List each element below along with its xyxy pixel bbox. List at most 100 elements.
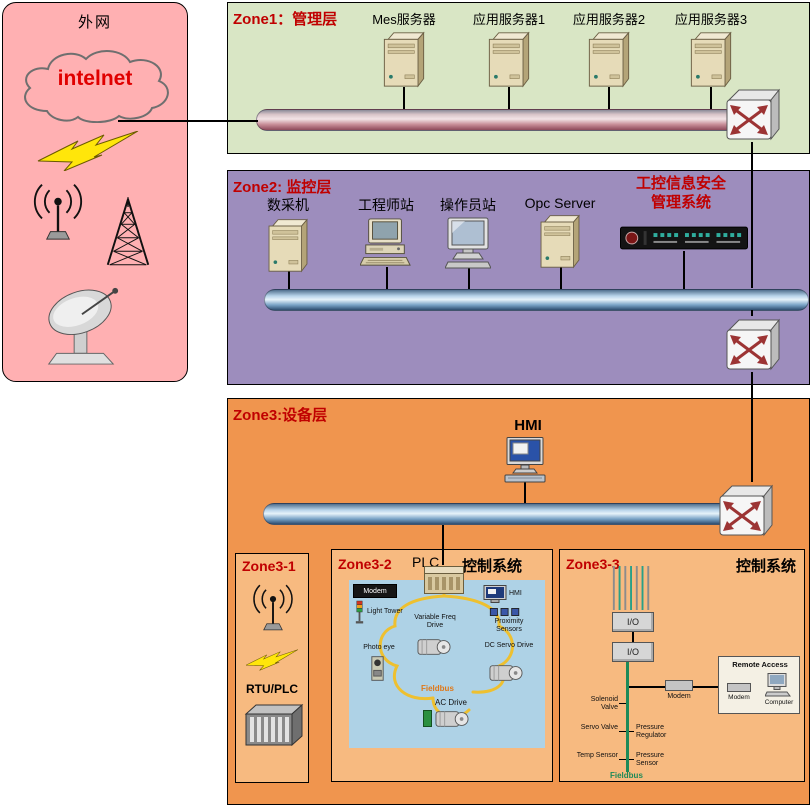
photo-eye-icon [369,656,386,681]
fieldbus-label: Fieldbus [421,684,454,693]
zone2-panel: Zone2: 监控层 工控信息安全管理系统 数采机 工程师站 操作员站 Opc … [227,170,810,385]
external-network-panel: 外网 intelnet [2,2,188,382]
rtu-plc-label: RTU/PLC [246,682,298,696]
photo-eye-label: Photo eye [363,644,395,651]
server-icon [265,217,311,273]
workstation-icon [360,217,412,269]
dc-servo-motor-icon [489,662,523,684]
hmi-mini-label: HMI [509,590,522,597]
device-label: 数采机 [267,197,309,213]
zone3-title: Zone3:设备层 [233,407,328,424]
connector-line [629,686,665,688]
pressure-sensor-label: Pressure Sensor [636,752,665,768]
lightning-icon [29,131,147,171]
hmi-label: HMI [514,417,542,434]
internet-cloud-label: intelnet [57,67,133,90]
monitor-icon [445,217,491,269]
connector-line [403,87,405,111]
tick-line [629,759,634,760]
connector-line [710,87,712,111]
security-system-title: 工控信息安全管理系统 [635,175,726,211]
fieldbus-line [626,662,629,772]
hmi-mini-icon [483,585,507,605]
device-label: Opc Server [524,195,596,211]
ribbon-cable-icon [610,566,654,610]
device-group-daq: 数采机 [238,195,338,273]
device-label: 工程师站 [358,197,414,213]
security-appliance-icon [620,225,748,251]
light-tower-label: Light Tower [367,608,403,615]
connector-line [683,251,685,291]
zone2-title: Zone2: 监控层 [233,179,332,196]
device-group-operator: 操作员站 [418,195,518,269]
fieldbus-label: Fieldbus [610,771,643,780]
external-network-title: 外网 [77,14,112,31]
device-label: 操作员站 [440,197,496,213]
io-module: I/O [612,612,654,632]
dc-servo-label: DC Servo Drive [484,642,534,649]
zone3-3-heading: 控制系统 [735,558,796,575]
connector-line [632,632,634,642]
server-label: Mes服务器 [372,12,436,27]
control-system-diagram: Modem Light Tower Variable Freq Drive HM… [349,580,545,748]
server-group-app2: 应用服务器2 [561,9,657,88]
zone1-panel: Zone1：管理层 Mes服务器 应用服务器1 应用服务器2 应用服务器3 [227,2,810,154]
connector-line [560,267,562,291]
ra-modem-label: Modem [728,694,750,701]
connector-line [608,87,610,111]
cloud-to-zone1-link [118,120,258,122]
server-icon [586,30,632,88]
proximity-sensors-icon [489,608,521,616]
connector-line [386,267,388,291]
zone1-title: Zone1：管理层 [233,11,338,28]
temp-sensor-label: Temp Sensor [576,752,618,759]
pressure-regulator-label: Pressure Regulator [636,724,667,740]
zone3-1-panel: Zone3-1 RTU/PLC [235,553,309,783]
light-tower-icon [354,600,365,624]
tick-line [619,731,626,732]
modem-device: Modem [353,584,397,598]
server-group-app1: 应用服务器1 [461,9,557,88]
remote-access-box: Remote Access Modem Computer [718,656,800,714]
modem-device [665,680,693,691]
zone3-3-panel: Zone3-3 控制系统 I/O I/O Modem Remote Access… [559,549,805,782]
zone3-panel: Zone3:设备层 HMI Zone3-1 RTU/PLC Zone3-2 PL… [227,398,810,805]
router-icon-zone3 [718,483,774,539]
hmi-terminal-icon [500,437,550,483]
remote-access-title: Remote Access [732,660,788,669]
zone3-bus-pipe [263,503,737,525]
zone2-bus-pipe [264,289,809,311]
proximity-sensors-label: Proximity Sensors [494,618,524,634]
device-group-opc: Opc Server [510,195,610,269]
device-group-engineer: 工程师站 [336,195,436,269]
solenoid-valve-label: Solenoid Valve [590,696,618,712]
lightning-icon [246,646,298,674]
server-icon [486,30,532,88]
backbone-link-z1-z2 [751,142,753,288]
zone1-bus-pipe [256,109,778,131]
server-label: 应用服务器2 [572,12,646,27]
modem-label: Modem [667,693,691,700]
connector-line [288,267,290,291]
rtu-plc-rack-icon [242,702,304,746]
vfd-label: Variable Freq Drive [414,614,456,630]
antenna-icon [25,179,91,241]
zone3-3-title: Zone3-3 [566,556,620,572]
zone3-2-heading: 控制系统 [462,558,523,575]
antenna-icon [246,578,300,634]
connector-line [508,87,510,111]
server-label: 应用服务器1 [472,12,546,27]
server-group-mes: Mes服务器 [356,9,452,88]
zone3-2-title: Zone3-2 [338,556,392,572]
tick-line [619,759,626,760]
vfd-motor-icon [417,636,451,658]
zone3-2-panel: Zone3-2 PLC 控制系统 Modem Light Tower Varia… [331,549,553,782]
zone3-1-title: Zone3-1 [242,558,296,574]
io-module: I/O [612,642,654,662]
backbone-link-pipe-router [751,310,753,316]
connector-line [693,686,718,688]
backbone-link-z2-z3 [751,372,753,482]
server-group-app3: 应用服务器3 [663,9,759,88]
ac-drive-motor-icon [435,708,469,730]
